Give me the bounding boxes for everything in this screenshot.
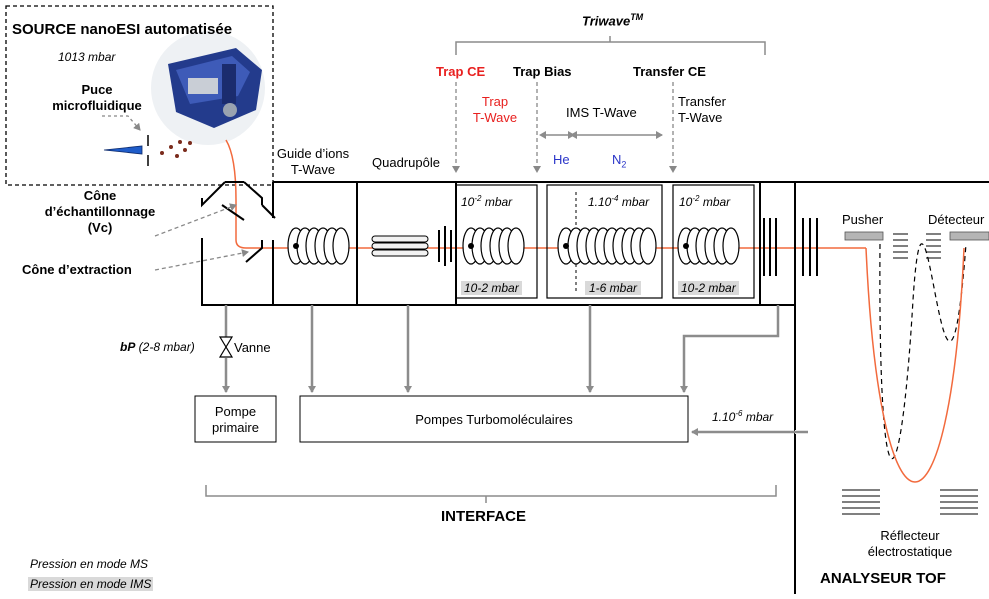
legend-ims: Pression en mode IMS [28,577,154,591]
extraction-cone-label: Cône d’extraction [22,262,132,277]
trap-ims-pressure: 10-2 mbar [461,281,522,295]
ring-stack-guide [287,227,350,265]
pusher-label: Pusher [842,212,884,227]
tof-trajectory-dashed [879,243,967,460]
chip-arrow [102,115,141,131]
tof-grids [893,233,941,259]
sampling-cone-label-3: (Vc) [87,220,113,235]
valve-symbol [218,336,234,358]
detector-label: Détecteur [928,212,985,227]
ims-ims-pressure: 1-6 mbar [585,281,642,295]
trap-cell [455,184,538,299]
quadrupole-label: Quadrupôle [372,155,440,170]
nitrogen-label: N2 [612,152,627,170]
trap-ce-label: Trap CE [436,64,486,79]
pump-arrows [222,305,808,436]
nanoesi-device-image [151,31,265,145]
guide-label-2: T-Wave [290,162,336,177]
sampling-cone-label-1: Cône [83,188,117,203]
detector-plate [949,231,989,241]
triwave-title: TriwaveTM [582,12,644,29]
ion-path [225,139,866,249]
tof-trajectory [865,247,965,483]
interface-label: INTERFACE [441,508,527,525]
primary-pump-box [194,395,277,443]
transfer-ce-label: Transfer CE [633,64,706,79]
trap-twave-label-2: T-Wave [472,110,518,125]
pusher-plate [844,231,884,241]
ring-stack-ims [557,227,657,265]
ims-cell [546,184,663,299]
source-title: SOURCE nanoESI automatisée [12,21,233,38]
source-pressure: 1013 mbar [58,50,116,64]
valve-pressure: bP (2-8 mbar) [120,340,195,354]
trap-ms-pressure: 10-2 mbar [461,194,513,209]
reflector-plates [842,489,978,515]
pointer-arrows [154,82,677,271]
primary-pump-label-1: Pompe [214,404,257,419]
emitter-tip [103,145,143,155]
turbo-pump-box [299,395,689,443]
tof-housing [794,181,989,594]
ims-twave-label: IMS T-Wave [566,105,637,120]
transfer-ims-pressure: 10-2 mbar [678,281,739,295]
lens-plates [438,218,818,276]
source-box [5,5,274,186]
chip-label-2: microfluidique [52,98,142,113]
transfer-twave-label-2: T-Wave [678,110,723,125]
ring-stack-trap [462,227,525,265]
reflector-label-1: Réflecteur [880,528,940,543]
valve-label: Vanne [234,340,271,355]
droplets [160,140,192,158]
transfer-cell [672,184,755,299]
legend-ms: Pression en mode MS [30,557,149,571]
interface-bracket [205,485,777,503]
helium-label: He [553,152,570,167]
quadrupole-rods [371,235,429,257]
transfer-twave-label-1: Transfer [678,94,726,109]
guide-label-1: Guide d’ions [276,146,350,161]
turbo-pump-label: Pompes Turbomoléculaires [415,412,573,427]
reflector-label-2: électrostatique [867,544,953,559]
ring-stack-transfer [677,227,740,265]
trap-twave-label-1: Trap [481,94,509,109]
primary-pump-label-2: primaire [212,420,259,435]
trap-bias-label: Trap Bias [513,64,572,79]
analyser-label: ANALYSEUR TOF [820,570,946,587]
sampling-cone-label-2: d’échantillonnage [44,204,156,219]
triwave-bracket [455,36,766,55]
transfer-ms-pressure: 10-2 mbar [679,194,731,209]
tof-pressure: 1.10-6 mbar [712,409,774,424]
ims-ms-pressure: 1.10-4 mbar [588,194,650,209]
chip-label-1: Puce [81,82,113,97]
